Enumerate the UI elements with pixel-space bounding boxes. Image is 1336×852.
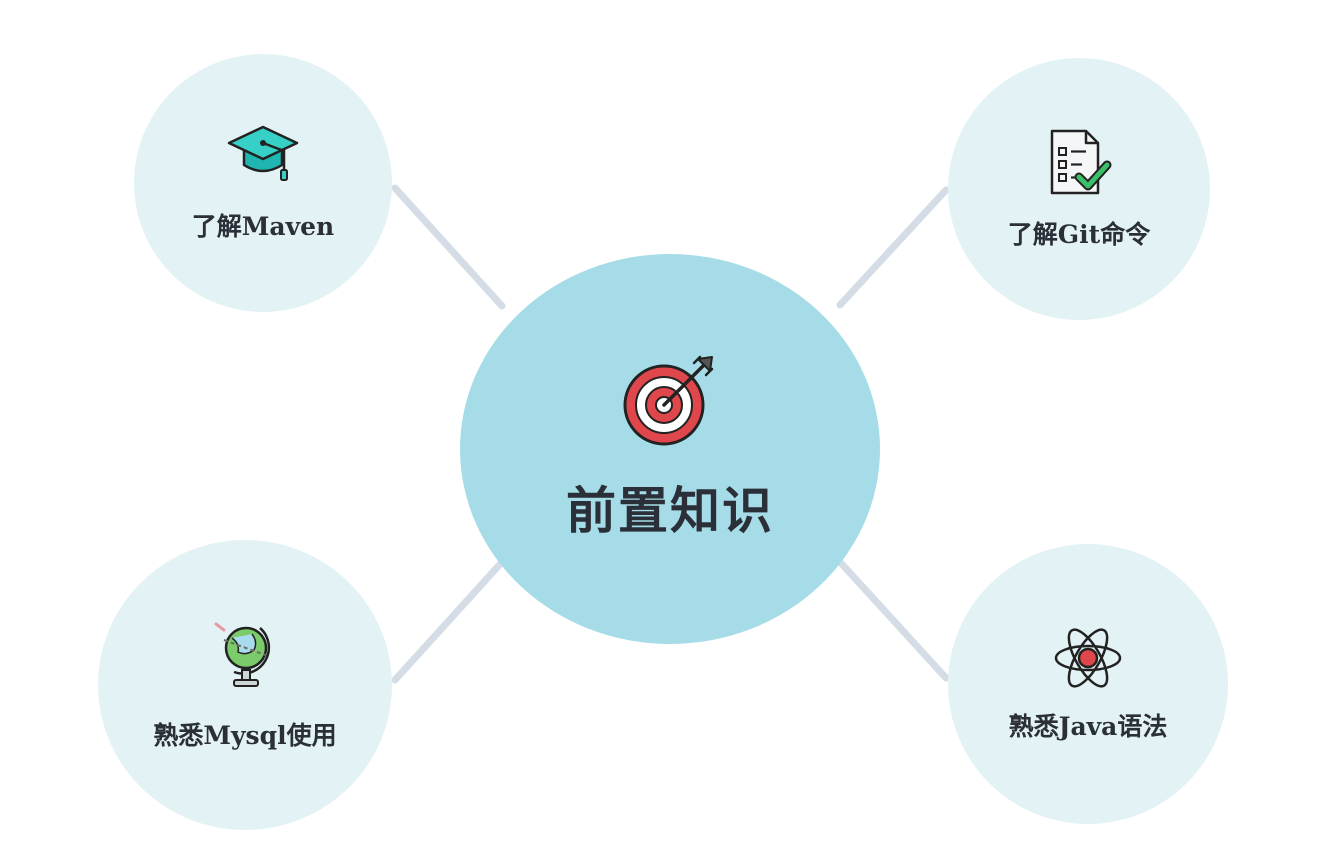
connector-bottom-left xyxy=(391,558,506,684)
connector-top-right xyxy=(836,186,950,309)
node-label: 熟悉Mysql使用 xyxy=(153,721,337,750)
node-bottom-left: 熟悉Mysql使用 xyxy=(98,540,392,830)
node-top-right: 了解Git命令 xyxy=(948,58,1210,320)
atom-icon xyxy=(1054,628,1122,688)
node-bottom-right: 熟悉Java语法 xyxy=(948,544,1228,824)
target-icon xyxy=(623,355,714,446)
globe-icon xyxy=(214,622,271,687)
connector-top-left xyxy=(391,184,506,310)
checklist-icon xyxy=(1050,129,1112,195)
center-node: 前置知识 xyxy=(460,254,880,644)
center-title: 前置知识 xyxy=(566,482,774,540)
node-label: 熟悉Java语法 xyxy=(1008,712,1168,741)
node-top-left: 了解Maven xyxy=(134,54,392,312)
graduation-cap-icon xyxy=(227,125,299,181)
node-label: 了解Maven xyxy=(191,212,335,241)
node-label: 了解Git命令 xyxy=(1007,220,1151,249)
connector-bottom-right xyxy=(836,558,950,682)
